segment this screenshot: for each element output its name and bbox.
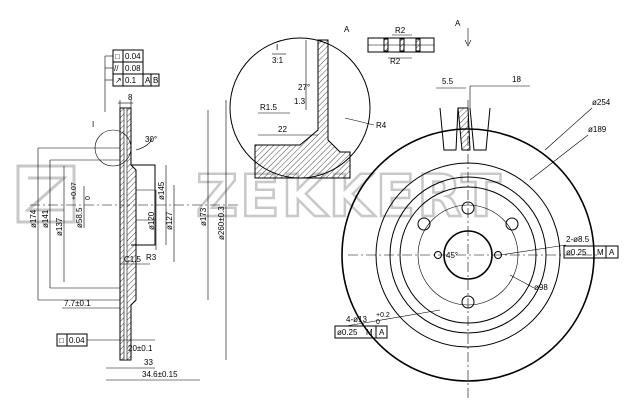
disc-hat-circle bbox=[389, 176, 547, 334]
holes4-position-frame bbox=[334, 325, 388, 339]
front-view: 5.5 18 ø254 ø189 2-ø8.5 ø0.25 M A 45° ø9… bbox=[334, 75, 619, 400]
dim-d145: ø145 bbox=[157, 181, 166, 200]
detail-1-3: 1.3 bbox=[294, 97, 306, 106]
view-a-left: A bbox=[344, 25, 350, 34]
dim-angle: 30° bbox=[145, 135, 157, 144]
vent-slot-1 bbox=[439, 107, 459, 151]
r2-top: R2 bbox=[395, 26, 406, 35]
holes4-label: 4-ø13 bbox=[346, 315, 367, 324]
bolt-hole-bottom bbox=[461, 295, 475, 309]
dim-d58-5-tol-bot: 0 bbox=[85, 196, 92, 200]
detail-view: I 3:1 27° 1.3 R1.5 R4 22 bbox=[229, 37, 387, 179]
dim-d189: ø189 bbox=[588, 125, 607, 134]
holes2-label: 2-ø8.5 bbox=[566, 235, 590, 244]
dim-d127: ø127 bbox=[165, 211, 174, 230]
bottom-flatness-symbol: □ bbox=[59, 336, 64, 345]
runout-symbol: ↗ bbox=[115, 76, 122, 85]
dim-33: 33 bbox=[144, 358, 153, 367]
dim-d58-5-tol-top: +0.07 bbox=[71, 182, 78, 200]
bolt-circle bbox=[417, 204, 519, 306]
disc-hat-inner bbox=[399, 186, 537, 324]
holes4-position: ø0.25 bbox=[337, 328, 358, 337]
detail-angle: 27° bbox=[298, 83, 310, 92]
dim-d141: ø141 bbox=[41, 209, 50, 228]
holes2-modifier: M bbox=[597, 248, 604, 257]
detail-22: 22 bbox=[278, 125, 287, 134]
dim-offset: 7.7±0.1 bbox=[64, 299, 91, 308]
dim-d173: ø173 bbox=[199, 207, 208, 226]
bottom-flatness-value: 0.04 bbox=[69, 336, 85, 345]
runout-value: 0.1 bbox=[125, 76, 137, 85]
arrow-view: A A R2 R2 bbox=[344, 19, 472, 66]
runout-ref-a: A bbox=[145, 76, 151, 85]
tolerance-frame: □ 0.04 // 0.08 ↗ 0.1 A B bbox=[104, 49, 160, 112]
detail-label: I bbox=[276, 43, 278, 52]
flatness-value: 0.04 bbox=[125, 52, 141, 61]
vent-slot-2 bbox=[469, 107, 491, 151]
dim-d137: ø137 bbox=[55, 217, 64, 236]
holes2-datum: A bbox=[609, 248, 615, 257]
parallel-symbol: // bbox=[114, 64, 119, 73]
bolt-hole-top bbox=[461, 201, 475, 215]
disc-section-body bbox=[119, 107, 137, 361]
vent-rib bbox=[457, 107, 471, 151]
vent-channel bbox=[123, 107, 128, 361]
locator-hole-left bbox=[434, 251, 442, 259]
dim-d120: ø120 bbox=[147, 211, 156, 230]
dim-d98: ø98 bbox=[534, 283, 548, 292]
section-view-label: I bbox=[92, 120, 94, 129]
disc-hat-profile bbox=[131, 164, 156, 246]
holes2-position: ø0.25 bbox=[566, 248, 587, 257]
dim-20: 20±0.1 bbox=[128, 344, 153, 353]
watermark-logo-box bbox=[16, 164, 76, 224]
watermark-logo-z bbox=[24, 176, 68, 212]
holes4-tol-top: +0.2 bbox=[376, 312, 390, 319]
detail-r4: R4 bbox=[376, 121, 387, 130]
dim-5-5: 5.5 bbox=[442, 77, 454, 86]
bolt-hole-left bbox=[417, 217, 431, 231]
bolt-hole-right bbox=[505, 217, 519, 231]
dim-thickness-top: 8 bbox=[128, 93, 133, 102]
holes4-tol-bot: 0 bbox=[376, 319, 380, 326]
view-a-right: A bbox=[455, 19, 461, 28]
holes2-position-frame bbox=[563, 245, 619, 259]
holes4-modifier: M bbox=[366, 328, 373, 337]
dim-radius: R3 bbox=[146, 253, 157, 262]
r2-bottom: R2 bbox=[390, 57, 401, 66]
flatness-symbol: □ bbox=[115, 52, 120, 61]
holes4-datum: A bbox=[379, 328, 385, 337]
angle-45: 45° bbox=[446, 251, 458, 260]
center-bore bbox=[443, 230, 493, 280]
dim-18: 18 bbox=[512, 75, 521, 84]
dim-d174: ø174 bbox=[29, 209, 38, 228]
disc-inner-ring bbox=[375, 162, 561, 348]
detail-scale: 3:1 bbox=[272, 56, 284, 65]
dim-chamfer: C1.5 bbox=[124, 255, 141, 264]
dim-d260: ø260±0.3 bbox=[217, 206, 226, 240]
parallel-value: 0.08 bbox=[125, 64, 141, 73]
detail-section-body bbox=[254, 39, 351, 179]
dim-d58-5: ø58.5 bbox=[75, 207, 84, 228]
dim-d254: ø254 bbox=[592, 98, 611, 107]
dim-34-6: 34.6±0.15 bbox=[142, 370, 178, 379]
section-view: I 8 30° ø174 ø141 ø137 ø58.5 +0.07 0 ø14… bbox=[29, 93, 240, 381]
runout-ref-b: B bbox=[153, 76, 158, 85]
detail-r1-5: R1.5 bbox=[260, 103, 277, 112]
